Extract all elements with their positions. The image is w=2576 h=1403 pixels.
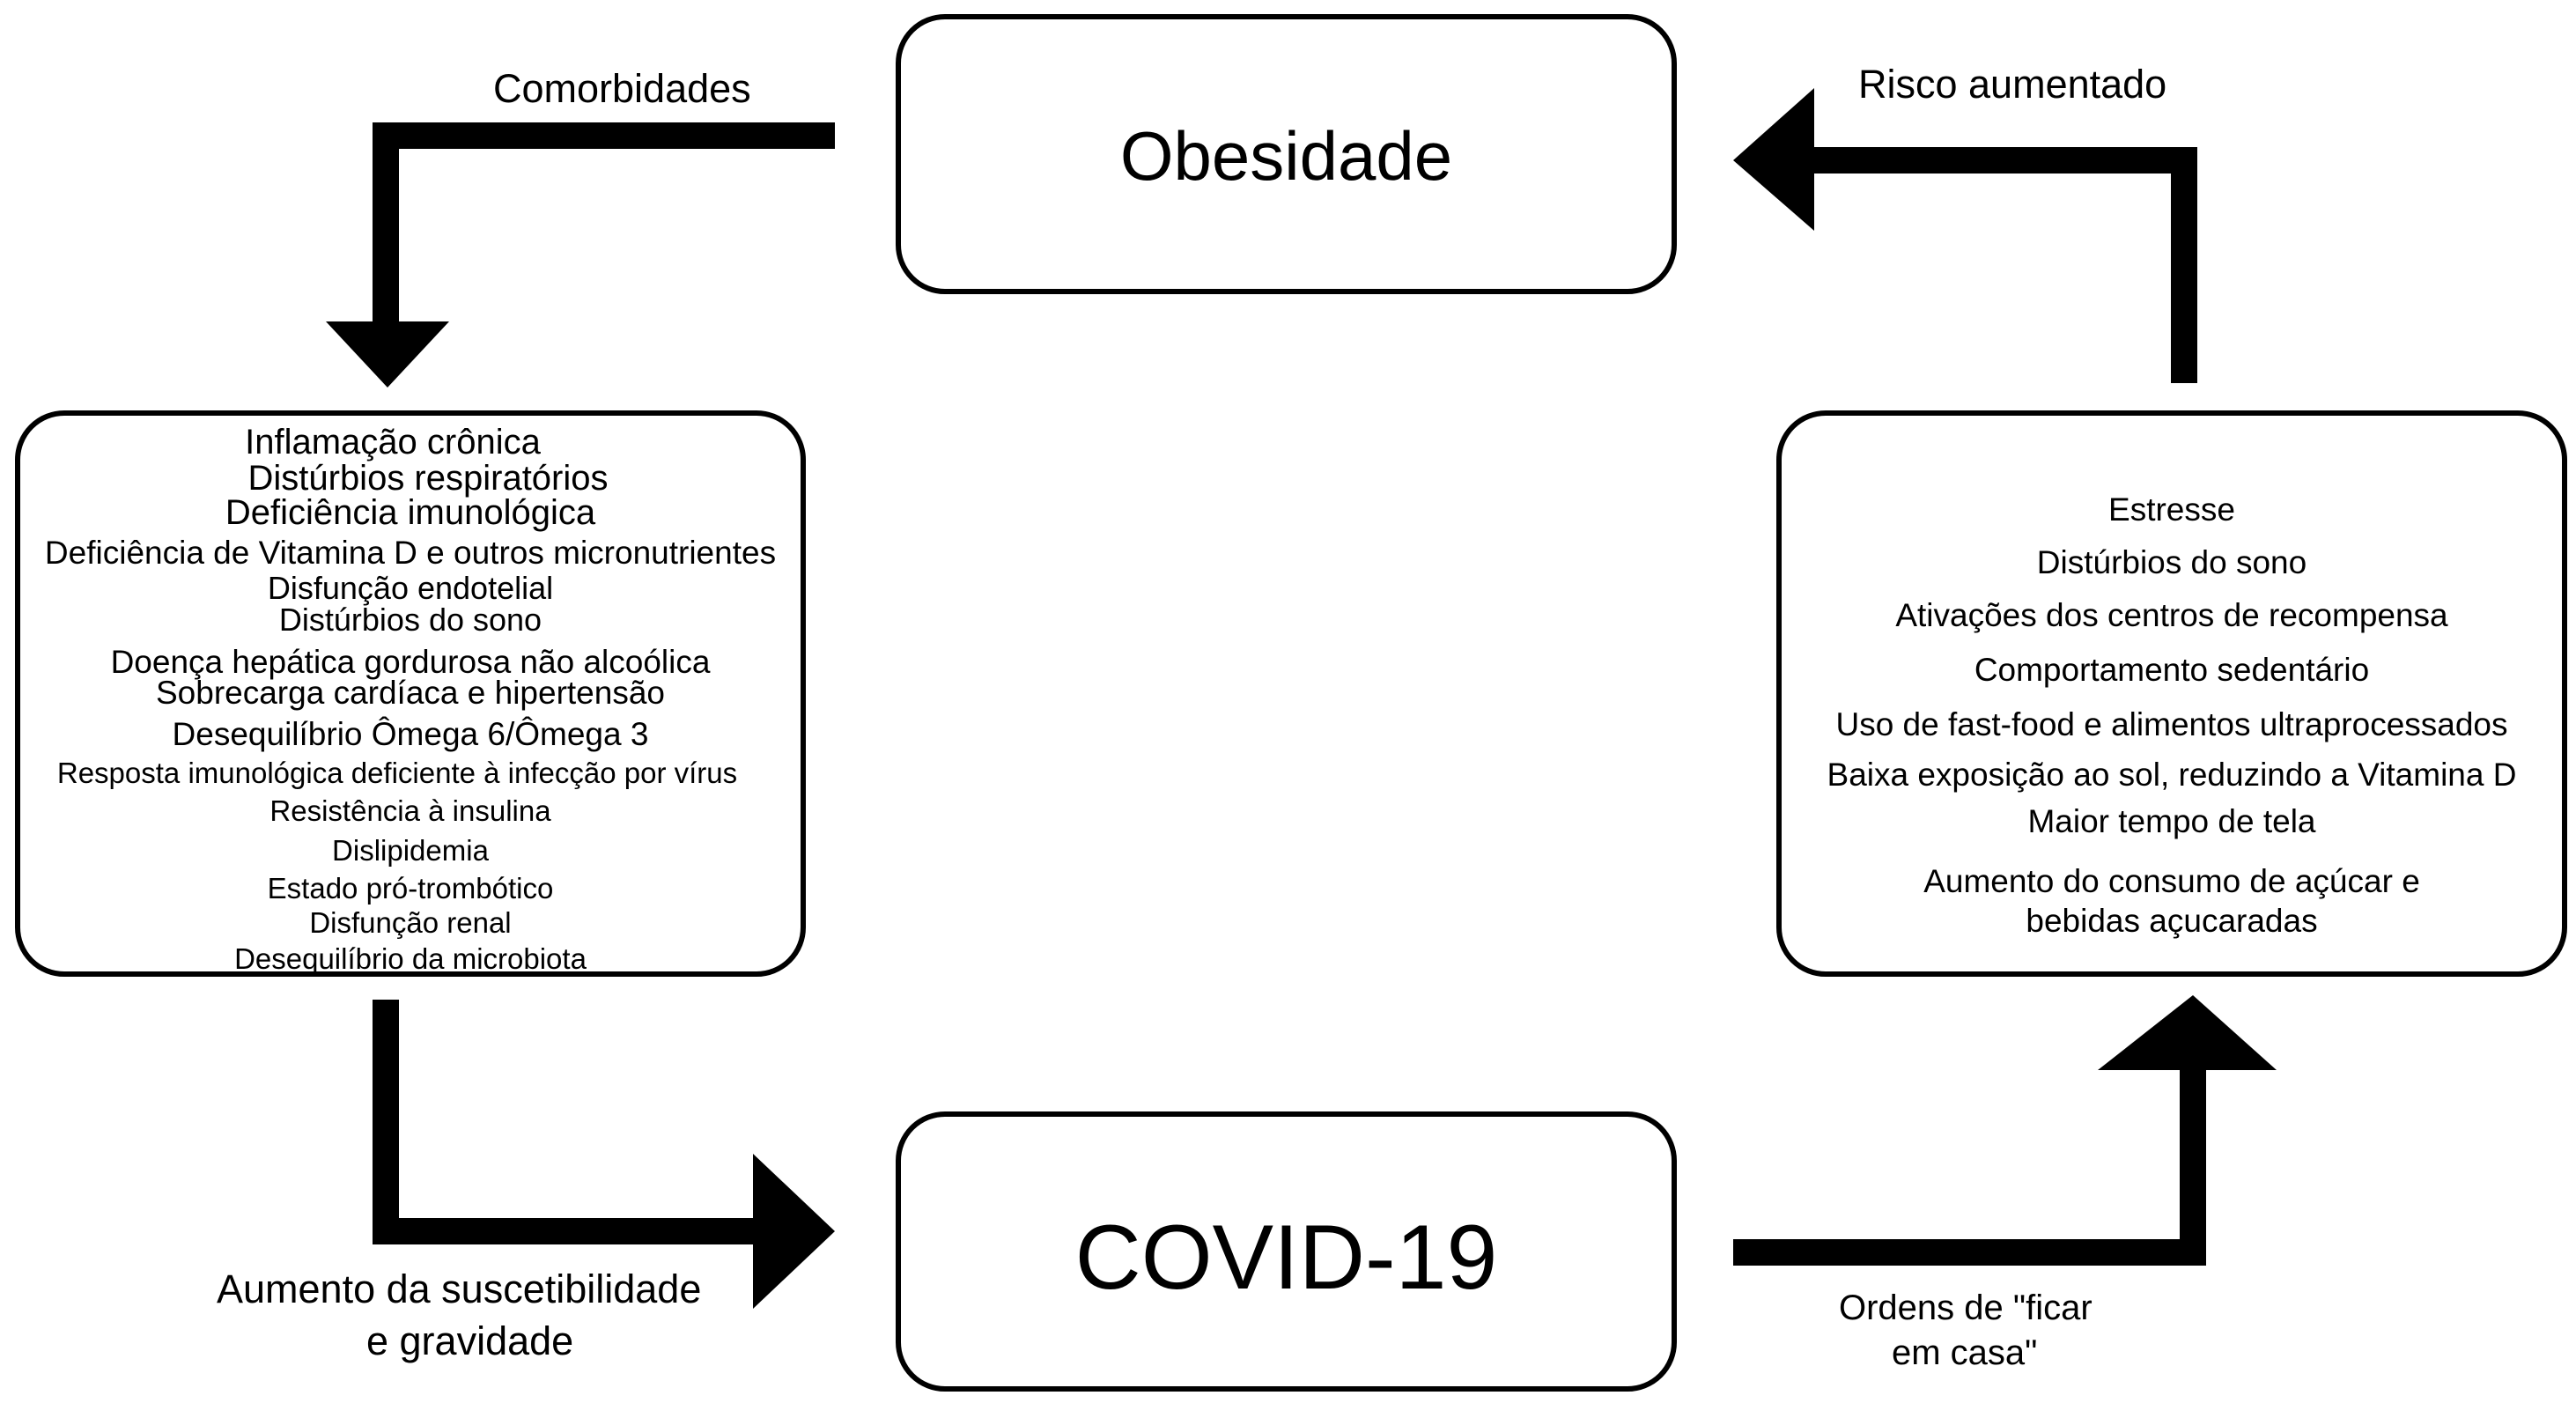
arrow-ficar-em-casa (1733, 995, 2277, 1266)
label-risco-aumentado: Risco aumentado (1858, 62, 2167, 107)
comorbidity-item: Inflamação crônica (245, 423, 541, 462)
comorbidity-item: Sobrecarga cardíaca e hipertensão (156, 675, 665, 711)
comorbidity-item: Doença hepática gordurosa não alcoólica (110, 644, 711, 680)
comorbidity-item: Distúrbios do sono (278, 602, 543, 638)
covid-node: COVID-19 (896, 1111, 1677, 1392)
label-suscetibilidade-line2: e gravidade (366, 1318, 574, 1363)
obesidade-title: Obesidade (1119, 117, 1453, 195)
covid-title: COVID-19 (1074, 1207, 1498, 1309)
factor-item: bebidas açucaradas (2026, 903, 2318, 939)
label-suscetibilidade-line1: Aumento da suscetibilidade (217, 1266, 702, 1311)
factor-item: Maior tempo de tela (2027, 803, 2316, 839)
comorbidity-item: Distúrbios respiratórios (247, 459, 609, 498)
comorbidity-item: Resistência à insulina (269, 794, 551, 827)
factor-item: Aumento do consumo de açúcar e (1923, 863, 2420, 899)
factor-item: Estresse (2108, 491, 2235, 528)
comorbidity-item: Deficiência imunológica (225, 493, 596, 532)
comorbidity-item: Desequilíbrio da microbiota (234, 942, 587, 975)
comorbidities-node: Inflamação crônica Distúrbios respiratór… (15, 410, 806, 977)
comorbidity-item: Disfunção endotelial (267, 570, 554, 606)
label-comorbidades: Comorbidades (493, 66, 751, 111)
comorbidity-item: Desequilíbrio Ômega 6/Ômega 3 (172, 716, 649, 752)
factors-node: Estresse Distúrbios do sono Ativações do… (1776, 410, 2567, 977)
factor-item: Baixa exposição ao sol, reduzindo a Vita… (1827, 757, 2517, 793)
arrow-suscetibilidade (373, 1000, 835, 1309)
comorbidity-item: Resposta imunológica deficiente à infecç… (56, 757, 738, 789)
arrow-comorbidades (326, 122, 835, 388)
arrow-risco-aumentado (1733, 88, 2197, 383)
label-ficar-casa-line1: Ordens de "ficar (1839, 1289, 2093, 1327)
obesidade-node: Obesidade (896, 14, 1677, 294)
label-ficar-casa-line2: em casa" (1892, 1333, 2038, 1372)
comorbidity-item: Estado pró-trombótico (267, 872, 554, 905)
comorbidity-item: Deficiência de Vitamina D e outros micro… (44, 535, 777, 571)
factor-item: Uso de fast-food e alimentos ultraproces… (1835, 706, 2508, 742)
comorbidity-item: Dislipidemia (332, 834, 489, 867)
factor-item: Comportamento sedentário (1974, 652, 2370, 688)
factor-item: Distúrbios do sono (2036, 544, 2307, 580)
factor-item: Ativações dos centros de recompensa (1895, 597, 2448, 633)
comorbidity-item: Disfunção renal (309, 906, 512, 939)
